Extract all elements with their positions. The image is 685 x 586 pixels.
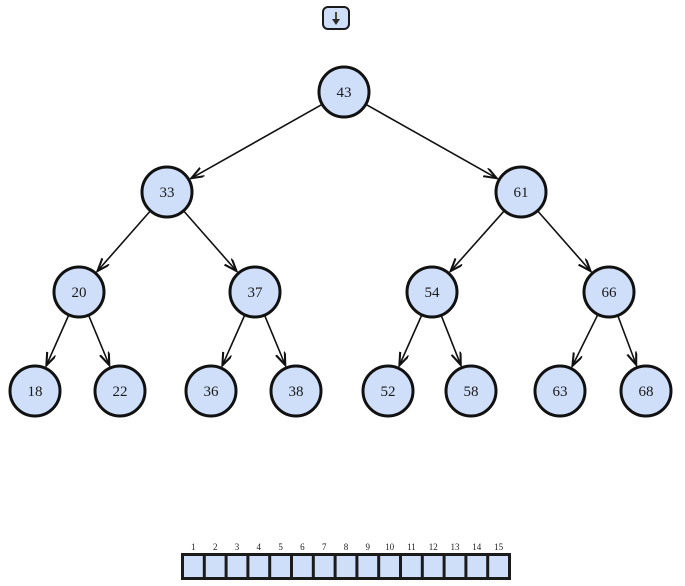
tree-node[interactable]: 20 bbox=[52, 265, 106, 319]
tree-node-circle[interactable] bbox=[184, 364, 238, 418]
tree-edges bbox=[46, 104, 636, 366]
tree-node-circle[interactable] bbox=[269, 364, 323, 418]
tree-node[interactable]: 63 bbox=[533, 364, 587, 418]
tree-edge bbox=[617, 316, 636, 364]
array-index-label: 1 bbox=[191, 542, 196, 552]
tree-edge bbox=[264, 315, 285, 365]
tree-node[interactable]: 33 bbox=[140, 165, 194, 219]
tree-node-circle[interactable] bbox=[619, 364, 673, 418]
tree-node-circle[interactable] bbox=[494, 165, 548, 219]
step-down-button[interactable] bbox=[322, 6, 350, 30]
binary-tree-diagram: 43 33 61 20 37 54 66 18 22 36 38 52 58 63 68 bbox=[8, 65, 673, 418]
array-index-label: 4 bbox=[257, 542, 262, 552]
array-cell[interactable] bbox=[184, 556, 203, 577]
tree-node-circle[interactable] bbox=[228, 265, 282, 319]
array-cell[interactable] bbox=[467, 556, 487, 577]
tree-nodes: 43 33 61 20 37 54 66 18 22 36 38 52 58 63 68 bbox=[8, 65, 673, 418]
array-cell[interactable] bbox=[423, 556, 443, 577]
toolbar bbox=[0, 0, 685, 44]
tree-node[interactable]: 22 bbox=[93, 364, 147, 418]
tree-node[interactable]: 43 bbox=[317, 65, 371, 119]
array-cell[interactable] bbox=[380, 556, 399, 577]
array-index-label: 3 bbox=[235, 542, 240, 552]
array-cell[interactable] bbox=[271, 556, 290, 577]
tree-edge bbox=[222, 315, 246, 366]
tree-node[interactable]: 36 bbox=[184, 364, 238, 418]
tree-node-circle[interactable] bbox=[93, 364, 147, 418]
array-cell[interactable] bbox=[293, 556, 312, 577]
array-index-label: 2 bbox=[213, 542, 218, 552]
tree-node[interactable]: 58 bbox=[444, 364, 498, 418]
array-index-label: 8 bbox=[344, 542, 349, 552]
tree-node[interactable]: 37 bbox=[228, 265, 282, 319]
tree-edge bbox=[191, 104, 322, 178]
tree-edge bbox=[183, 210, 236, 271]
tree-node[interactable]: 38 bbox=[269, 364, 323, 418]
tree-node-circle[interactable] bbox=[582, 265, 636, 319]
tree-node-circle[interactable] bbox=[444, 364, 498, 418]
array-cell[interactable] bbox=[227, 556, 247, 577]
tree-edge bbox=[537, 210, 590, 271]
tree-edge bbox=[46, 315, 70, 366]
tree-node-circle[interactable] bbox=[8, 364, 62, 418]
array-index-label: 15 bbox=[494, 542, 504, 552]
tree-node-circle[interactable] bbox=[405, 265, 459, 319]
tree-edge bbox=[399, 315, 423, 366]
tree-edge bbox=[366, 104, 497, 178]
tree-node[interactable]: 18 bbox=[8, 364, 62, 418]
tree-edge bbox=[440, 315, 461, 365]
tree-edge bbox=[97, 210, 151, 271]
array-cells bbox=[181, 553, 511, 580]
array-cell[interactable] bbox=[402, 556, 421, 577]
array-index-label: 12 bbox=[429, 542, 438, 552]
array-index-label: 10 bbox=[385, 542, 395, 552]
array-cell[interactable] bbox=[205, 556, 225, 577]
array-index-label: 13 bbox=[451, 542, 461, 552]
array-cell[interactable] bbox=[445, 556, 465, 577]
tree-node-circle[interactable] bbox=[140, 165, 194, 219]
array-index-label: 14 bbox=[472, 542, 482, 552]
array-cell[interactable] bbox=[249, 556, 269, 577]
tree-node-circle[interactable] bbox=[317, 65, 371, 119]
array-cell[interactable] bbox=[336, 556, 356, 577]
tree-node-circle[interactable] bbox=[52, 265, 106, 319]
array-cell[interactable] bbox=[489, 556, 508, 577]
tree-edge bbox=[451, 210, 505, 271]
tree-node[interactable]: 66 bbox=[582, 265, 636, 319]
tree-node[interactable]: 52 bbox=[361, 364, 415, 418]
tree-node[interactable]: 61 bbox=[494, 165, 548, 219]
array-index-label: 5 bbox=[278, 542, 283, 552]
array-cell[interactable] bbox=[358, 556, 378, 577]
arrow-down-icon bbox=[329, 10, 343, 26]
array-cell[interactable] bbox=[314, 556, 334, 577]
tree-node-circle[interactable] bbox=[361, 364, 415, 418]
tree-edge bbox=[88, 315, 109, 365]
array-index-label: 7 bbox=[322, 542, 327, 552]
tree-node[interactable]: 68 bbox=[619, 364, 673, 418]
tree-node[interactable]: 54 bbox=[405, 265, 459, 319]
array-index-label: 9 bbox=[366, 542, 371, 552]
tree-node-circle[interactable] bbox=[533, 364, 587, 418]
array-index-label: 6 bbox=[300, 542, 305, 552]
tree-edge bbox=[572, 314, 599, 366]
array-index-label: 11 bbox=[407, 542, 416, 552]
